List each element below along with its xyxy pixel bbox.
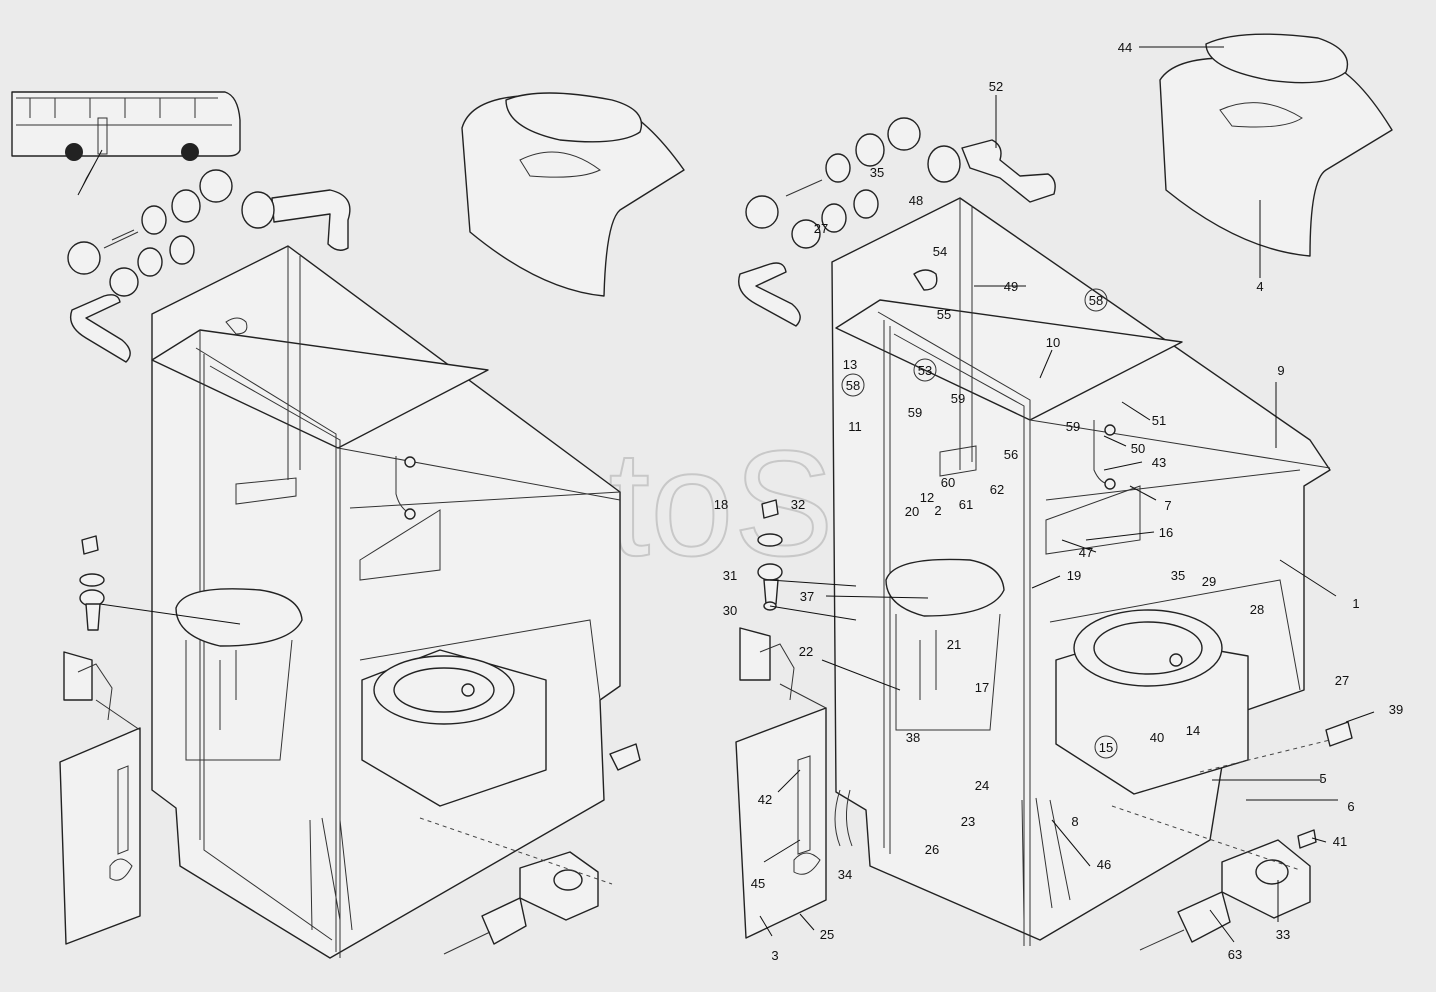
callout-label: 24 [975, 778, 989, 793]
callout-label: 59 [951, 391, 965, 406]
callout-label: 40 [1150, 730, 1164, 745]
callout-label: 25 [820, 927, 834, 942]
callout-label: 16 [1159, 525, 1173, 540]
callout-label: 28 [1250, 602, 1264, 617]
callout-label: 31 [723, 568, 737, 583]
callout-label: 9 [1277, 363, 1284, 378]
callout-label: 12 [920, 490, 934, 505]
callout-label: 18 [714, 497, 728, 512]
callout-label: 2 [934, 503, 941, 518]
callout-label: 37 [800, 589, 814, 604]
callout-label: 27 [814, 221, 828, 236]
callout-label: 8 [1071, 814, 1078, 829]
callout-label: 38 [906, 730, 920, 745]
callout-label: 6 [1347, 799, 1354, 814]
callout-label: 47 [1079, 545, 1093, 560]
callout-label: 14 [1186, 723, 1200, 738]
callout-label: 59 [1066, 419, 1080, 434]
callout-label: 45 [751, 876, 765, 891]
callout-label: 17 [975, 680, 989, 695]
left-toilet-cabin-assembly [59, 92, 685, 959]
circled-callout-rings [841, 288, 1118, 759]
callout-label: 41 [1333, 834, 1347, 849]
callout-label: 10 [1046, 335, 1060, 350]
callout-label: 13 [843, 357, 857, 372]
callout-label: 39 [1389, 702, 1403, 717]
callout-label: 30 [723, 603, 737, 618]
callout-label: 5 [1319, 771, 1326, 786]
callout-label: 29 [1202, 574, 1216, 589]
callout-label: 62 [990, 482, 1004, 497]
callout-label: 26 [925, 842, 939, 857]
callout-label: 52 [989, 79, 1003, 94]
callout-label: 35 [870, 165, 884, 180]
callout-label: 33 [1276, 927, 1290, 942]
callout-label: 19 [1067, 568, 1081, 583]
callout-label: 42 [758, 792, 772, 807]
callout-label: 56 [1004, 447, 1018, 462]
callout-label: 59 [908, 405, 922, 420]
callout-label: 55 [937, 307, 951, 322]
callout-label: 43 [1152, 455, 1166, 470]
callout-label: 44 [1118, 40, 1132, 55]
callout-label: 34 [838, 867, 852, 882]
callout-label: 21 [947, 637, 961, 652]
callout-label: 60 [941, 475, 955, 490]
callout-label: 23 [961, 814, 975, 829]
callout-label: 11 [848, 419, 862, 434]
callout-label: 63 [1228, 947, 1242, 962]
callout-label: 22 [799, 644, 813, 659]
callout-label: 46 [1097, 857, 1111, 872]
callout-label: 32 [791, 497, 805, 512]
right-toilet-cabin-assembly [735, 33, 1393, 951]
callout-label: 50 [1131, 441, 1145, 456]
callout-label: 4 [1256, 279, 1263, 294]
callout-label: 3 [771, 948, 778, 963]
callout-label: 49 [1004, 279, 1018, 294]
callout-label: 54 [933, 244, 947, 259]
callout-label: 61 [959, 497, 973, 512]
callout-label: 35 [1171, 568, 1185, 583]
callout-label: 20 [905, 504, 919, 519]
callout-labels: 44 52 35 48 27 54 49 58 55 4 13 10 58 53… [714, 40, 1403, 963]
callout-leaders [759, 46, 1375, 943]
callout-label: 51 [1152, 413, 1166, 428]
callout-label: 58 [846, 378, 860, 393]
callout-label: 15 [1099, 740, 1113, 755]
callout-label: 48 [909, 193, 923, 208]
callout-label: 58 [1089, 293, 1103, 308]
bus-icon [11, 91, 241, 196]
callout-label: 1 [1352, 596, 1359, 611]
callout-label: 27 [1335, 673, 1349, 688]
callout-label: 7 [1164, 498, 1171, 513]
callout-label: 53 [918, 363, 932, 378]
